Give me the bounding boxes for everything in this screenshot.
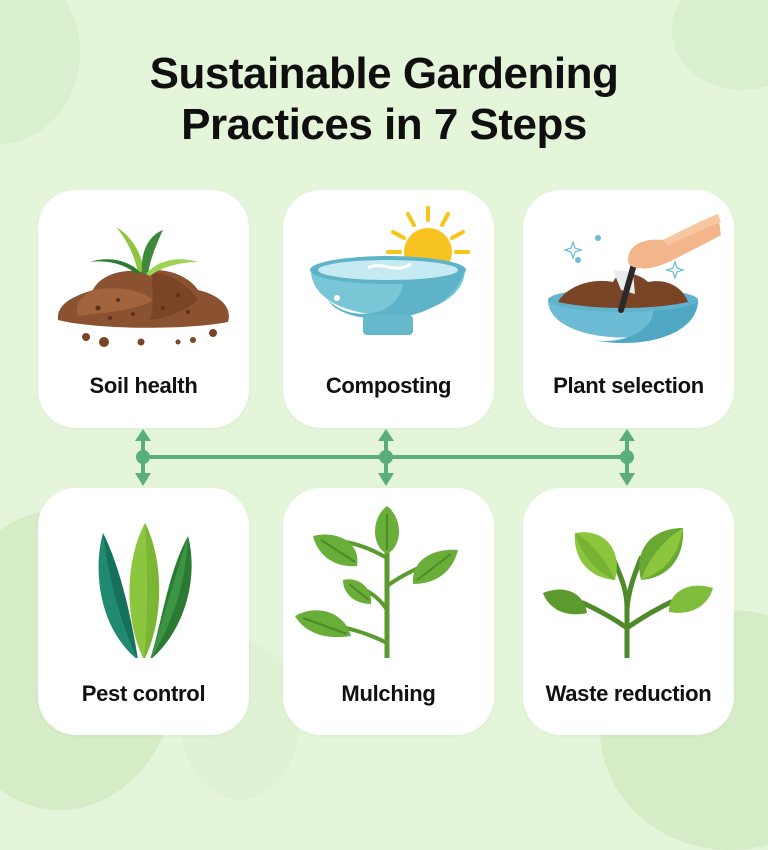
step-label: Plant selection (553, 373, 704, 398)
soil-sprout-icon (57, 227, 229, 347)
step-card-composting: Composting (283, 190, 494, 428)
hand-mixing-bowl-icon (548, 214, 721, 344)
water-bowl-sun-icon (310, 206, 470, 335)
title-line-2: Practices in 7 Steps (181, 100, 587, 149)
step-label: Pest control (81, 681, 206, 706)
connector-node-center (378, 429, 394, 486)
aloe-leaves-icon (98, 523, 192, 658)
step-label: Composting (325, 373, 452, 398)
step-label: Waste reduction (545, 681, 712, 706)
step-card-plant-selection: Plant selection (523, 190, 734, 428)
page-title: Sustainable Gardening Practices in 7 Ste… (0, 48, 768, 150)
connector-node-right (619, 429, 635, 486)
step-label: Soil health (89, 373, 198, 398)
title-line-1: Sustainable Gardening (149, 49, 619, 98)
step-card-pest-control: Pest control (38, 488, 249, 735)
seedling-icon (543, 528, 713, 658)
step-card-mulching: Mulching (283, 488, 494, 735)
leafy-branch-icon (295, 506, 458, 658)
step-card-waste-reduction: Waste reduction (523, 488, 734, 735)
step-label: Mulching (341, 681, 436, 706)
connector-node-left (135, 429, 151, 486)
step-card-soil-health: Soil health (38, 190, 249, 428)
